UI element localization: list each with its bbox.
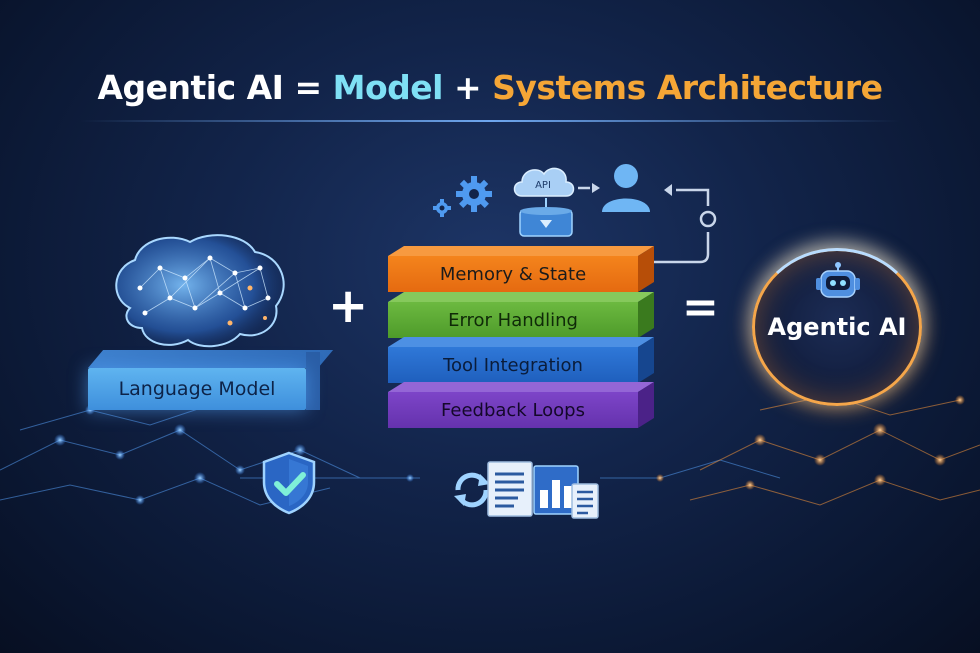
agentic-ai-circle-highlight [752, 248, 922, 406]
sync-icon [454, 472, 490, 508]
database-icon [519, 198, 573, 237]
language-model-block-side [306, 352, 320, 410]
stack-layer-tool-integration: Tool Integration [388, 337, 654, 383]
equals-operator: = [682, 282, 719, 333]
language-model-label: Language Model [118, 378, 276, 400]
shield-check-icon [262, 451, 316, 515]
robot-icon [816, 262, 860, 298]
page-title: Agentic AI = Model + Systems Architectur… [0, 68, 980, 107]
stack-layer-error-handling: Error Handling [388, 292, 654, 338]
agentic-ai-label: Agentic AI [767, 313, 907, 341]
feedback-loops-label: Feedback Loops [388, 392, 638, 428]
title-plus: + [453, 68, 482, 107]
error-handling-label: Error Handling [388, 302, 638, 338]
language-model-block-top [88, 350, 334, 368]
document-icon [487, 461, 533, 517]
api-label: API [535, 180, 551, 191]
gear-icon [433, 176, 492, 217]
stack-layer-memory-state: Memory & State [388, 246, 654, 292]
title-model: Model [332, 68, 444, 107]
plus-operator: + [328, 278, 369, 334]
language-model-block [88, 368, 306, 410]
tool-integration-label: Tool Integration [388, 347, 638, 383]
memory-state-label: Memory & State [388, 256, 638, 292]
brain-icon [115, 234, 285, 348]
bar-chart-icon [533, 465, 599, 519]
title-equals: = [294, 68, 322, 107]
title-systems-architecture: Systems Architecture [492, 68, 883, 107]
stack-layer-feedback-loops: Feedback Loops [388, 382, 654, 428]
user-icon [602, 164, 650, 212]
cloud-api-icon: API [513, 167, 575, 197]
title-divider [80, 120, 900, 122]
title-agentic-ai: Agentic AI [97, 68, 284, 107]
